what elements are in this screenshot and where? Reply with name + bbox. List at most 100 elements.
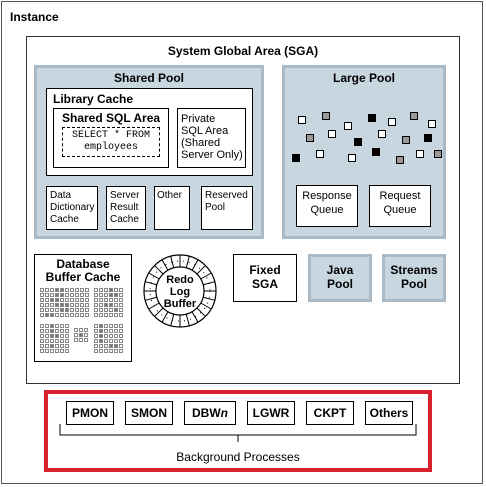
buffer-block bbox=[79, 333, 83, 337]
ring-tick bbox=[185, 256, 190, 268]
buffer-block bbox=[99, 298, 103, 302]
buffer-block bbox=[74, 333, 78, 337]
buffer-block bbox=[55, 329, 59, 333]
fixed-sga bbox=[233, 254, 297, 302]
buffer-block bbox=[40, 339, 44, 343]
buffer-block bbox=[74, 328, 78, 332]
process-ckpt: CKPT bbox=[306, 401, 354, 425]
buffer-block bbox=[55, 334, 59, 338]
buffer-block bbox=[70, 298, 74, 302]
java-pool-line-1: Java bbox=[326, 263, 354, 277]
buffer-block bbox=[94, 293, 98, 297]
buffer-block bbox=[114, 349, 118, 353]
library-cache-label: Library Cache bbox=[53, 92, 134, 106]
buffer-block bbox=[99, 349, 103, 353]
buffer-block bbox=[75, 288, 79, 292]
buffer-block bbox=[75, 298, 79, 302]
ring-tick bbox=[170, 314, 175, 326]
buffer-block bbox=[94, 349, 98, 353]
buffer-block bbox=[55, 324, 59, 328]
buffer-block bbox=[79, 328, 83, 332]
buffer-block bbox=[119, 329, 123, 333]
buffer-block bbox=[94, 324, 98, 328]
buffer-block bbox=[119, 288, 123, 292]
buffer-block bbox=[119, 298, 123, 302]
reserved-pool-line-1: Reserved bbox=[205, 190, 248, 201]
private-sql-line-1: Private bbox=[181, 113, 216, 125]
shared-pool-label: Shared Pool bbox=[113, 71, 184, 85]
buffer-block bbox=[85, 308, 89, 312]
buffer-block bbox=[70, 303, 74, 307]
buffer-block bbox=[70, 308, 74, 312]
buffer-block bbox=[60, 349, 64, 353]
buffer-block bbox=[119, 324, 123, 328]
ring-tick bbox=[170, 256, 175, 268]
buffer-block bbox=[65, 329, 69, 333]
buffer-block bbox=[40, 324, 44, 328]
buffer-block bbox=[114, 303, 118, 307]
buffer-block bbox=[65, 298, 69, 302]
ring-tick bbox=[191, 259, 199, 271]
buffer-block bbox=[99, 339, 103, 343]
buffer-block bbox=[50, 288, 54, 292]
buffer-block bbox=[94, 308, 98, 312]
buffer-block bbox=[85, 298, 89, 302]
buffer-block bbox=[99, 293, 103, 297]
buffer-block bbox=[45, 334, 49, 338]
redo-log-buffer-ring bbox=[143, 254, 217, 328]
buffer-block bbox=[104, 334, 108, 338]
buffer-block bbox=[94, 339, 98, 343]
private-sql-line-4: Server Only) bbox=[181, 149, 243, 161]
buffer-block bbox=[84, 338, 88, 342]
large-pool-label: Large Pool bbox=[332, 71, 395, 85]
background-processes-label: Background Processes bbox=[176, 450, 300, 464]
data-dictionary-line-2: Dictionary bbox=[50, 202, 95, 213]
buffer-block bbox=[50, 293, 54, 297]
data-dictionary-cache bbox=[46, 186, 98, 230]
sql-statement-box bbox=[62, 127, 160, 157]
buffer-block bbox=[109, 339, 113, 343]
other-area-label: Other bbox=[157, 190, 183, 201]
buffer-block bbox=[104, 329, 108, 333]
buffer-block bbox=[50, 303, 54, 307]
buffer-block bbox=[74, 338, 78, 342]
buffer-block bbox=[114, 329, 118, 333]
memory-block bbox=[378, 130, 386, 138]
java-pool-line-2: Pool bbox=[327, 277, 353, 291]
buffer-block bbox=[99, 313, 103, 317]
process-dbwn: DBWn bbox=[184, 401, 236, 425]
buffer-block bbox=[109, 313, 113, 317]
fixed-sga-line-2: SGA bbox=[251, 277, 278, 291]
buffer-block bbox=[109, 324, 113, 328]
ring-tick bbox=[200, 302, 212, 310]
buffer-block bbox=[104, 313, 108, 317]
buffer-block bbox=[119, 349, 123, 353]
buffer-block bbox=[85, 313, 89, 317]
buffer-block bbox=[40, 303, 44, 307]
buffer-block bbox=[70, 313, 74, 317]
buffer-block bbox=[109, 308, 113, 312]
buffer-block bbox=[119, 334, 123, 338]
buffer-block bbox=[65, 349, 69, 353]
buffer-block bbox=[45, 344, 49, 348]
buffer-block bbox=[40, 308, 44, 312]
buffer-block bbox=[94, 303, 98, 307]
buffer-block bbox=[109, 329, 113, 333]
buffer-block bbox=[45, 329, 49, 333]
buffer-block bbox=[119, 308, 123, 312]
buffer-block bbox=[114, 298, 118, 302]
buffer-block bbox=[114, 308, 118, 312]
memory-block bbox=[428, 120, 436, 128]
buffer-block bbox=[50, 344, 54, 348]
buffer-block bbox=[114, 293, 118, 297]
buffer-block bbox=[65, 313, 69, 317]
buffer-block bbox=[99, 324, 103, 328]
sql-line-1: SELECT * FROM bbox=[71, 130, 150, 141]
buffer-block bbox=[84, 328, 88, 332]
buffer-block bbox=[119, 303, 123, 307]
buffer-block bbox=[40, 288, 44, 292]
buffer-block bbox=[45, 339, 49, 343]
buffer-block bbox=[60, 308, 64, 312]
request-queue bbox=[369, 185, 431, 227]
buffer-block bbox=[75, 303, 79, 307]
